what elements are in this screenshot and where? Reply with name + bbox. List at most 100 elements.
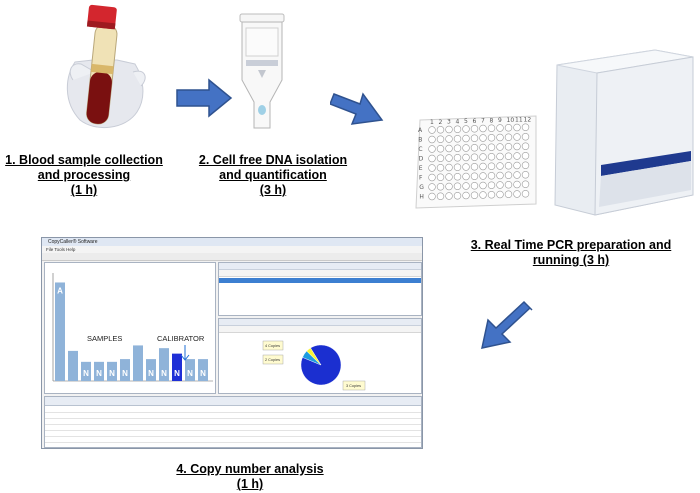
plate-well xyxy=(521,180,530,188)
plate-well xyxy=(504,162,513,170)
plate-well xyxy=(462,134,470,143)
plate-well xyxy=(504,181,513,189)
plate-well xyxy=(521,152,530,160)
window-toolbar xyxy=(42,253,422,261)
plate-well xyxy=(453,182,462,190)
plate-well xyxy=(436,164,445,172)
plate-well xyxy=(479,172,487,180)
step2-line3: (3 h) xyxy=(259,183,287,197)
plate-well xyxy=(470,191,479,199)
step2-line2: and quantification xyxy=(219,168,327,182)
plate-well xyxy=(487,153,496,161)
plate-well xyxy=(428,183,436,191)
bar-call-label: N xyxy=(109,369,115,378)
plate-well xyxy=(445,135,453,143)
plate-well xyxy=(436,135,445,143)
plate-well xyxy=(479,134,487,142)
plate-well xyxy=(487,134,496,142)
plate-col-label: 7 xyxy=(481,118,485,125)
plate-well xyxy=(487,191,496,199)
plate-well xyxy=(445,125,453,134)
plate-well xyxy=(470,144,479,152)
copy-number-bar xyxy=(94,361,104,381)
plate-well xyxy=(487,124,496,132)
plate-well xyxy=(428,154,436,163)
plate-row-label: G xyxy=(419,184,424,191)
plate-col-label: 1 xyxy=(430,119,434,126)
bar-call-label: N xyxy=(122,369,128,378)
plate-well xyxy=(445,144,453,153)
plate-col-label: 5 xyxy=(464,118,468,125)
plate-well xyxy=(470,172,479,180)
arrow-step2-to-step3 xyxy=(330,92,384,125)
spin-column-illustration xyxy=(239,13,285,129)
plate-well xyxy=(462,163,470,171)
table-row xyxy=(45,430,421,437)
plate-well xyxy=(470,153,479,161)
plate-well xyxy=(479,124,487,133)
plate-row-label: A xyxy=(418,127,423,134)
plate-well xyxy=(521,171,530,179)
plate-well xyxy=(504,190,513,198)
plate-well xyxy=(453,125,462,133)
copy-number-bar xyxy=(81,361,91,381)
plate-well xyxy=(487,162,496,170)
step2-label: 2. Cell free DNA isolation and quantific… xyxy=(192,153,354,198)
table-row xyxy=(45,418,421,425)
copy-number-bar xyxy=(159,348,169,381)
plate-well xyxy=(504,124,513,132)
plate-well xyxy=(521,142,530,150)
assay-selection-pane xyxy=(218,262,422,316)
bar-call-label: N xyxy=(187,369,193,378)
copy-number-bar xyxy=(172,353,182,381)
plate-well xyxy=(470,163,479,171)
plate-well xyxy=(428,145,436,153)
table-row xyxy=(45,406,421,413)
plate-well xyxy=(496,143,504,151)
plate-well xyxy=(513,171,521,179)
plate-well xyxy=(462,182,470,190)
plate-well xyxy=(479,153,487,161)
plate-well xyxy=(453,135,462,143)
copy-number-pie-pane: 4 Copies 2 Copies 3 Copies xyxy=(218,318,422,394)
plate-well xyxy=(521,190,530,198)
plate-well xyxy=(445,192,453,200)
plate-well xyxy=(453,144,462,152)
pie-slice xyxy=(306,347,322,366)
plate-row-label: E xyxy=(419,165,423,172)
plate-well xyxy=(521,133,530,141)
plate-col-label: 8 xyxy=(490,117,494,124)
plate-well xyxy=(462,125,470,133)
calibrator-arrow xyxy=(180,345,190,361)
copy-number-bar xyxy=(198,359,208,381)
bar-call-label: N xyxy=(174,369,180,378)
plate-well xyxy=(479,143,487,152)
plate-well xyxy=(462,172,470,181)
plate-col-label: 2 xyxy=(439,119,443,126)
plate-col-label: 11 xyxy=(515,117,523,124)
plate-row-label: H xyxy=(419,194,424,201)
plate-well xyxy=(479,162,487,171)
plate-well xyxy=(445,173,453,181)
plate-col-label: 6 xyxy=(473,118,477,125)
table-row xyxy=(45,442,421,447)
plate-well xyxy=(496,181,504,189)
blood-tube-illustration xyxy=(66,4,146,129)
copy-number-bar xyxy=(133,345,143,381)
plate-well xyxy=(504,152,513,160)
plate-well xyxy=(428,126,436,134)
plate-well xyxy=(428,135,436,144)
plate-row-label: D xyxy=(419,156,424,163)
copy-number-bar xyxy=(120,359,130,381)
plate-well xyxy=(513,152,521,160)
plate-well xyxy=(504,133,513,141)
pie-label-2-copies: 2 Copies xyxy=(265,358,280,362)
plate-well xyxy=(479,191,487,199)
plate-well xyxy=(521,161,530,169)
step1-line3: (1 h) xyxy=(70,183,98,197)
plate-well xyxy=(462,153,470,162)
plate-well xyxy=(436,145,445,153)
plate-well xyxy=(487,172,496,180)
table-row xyxy=(45,412,421,419)
